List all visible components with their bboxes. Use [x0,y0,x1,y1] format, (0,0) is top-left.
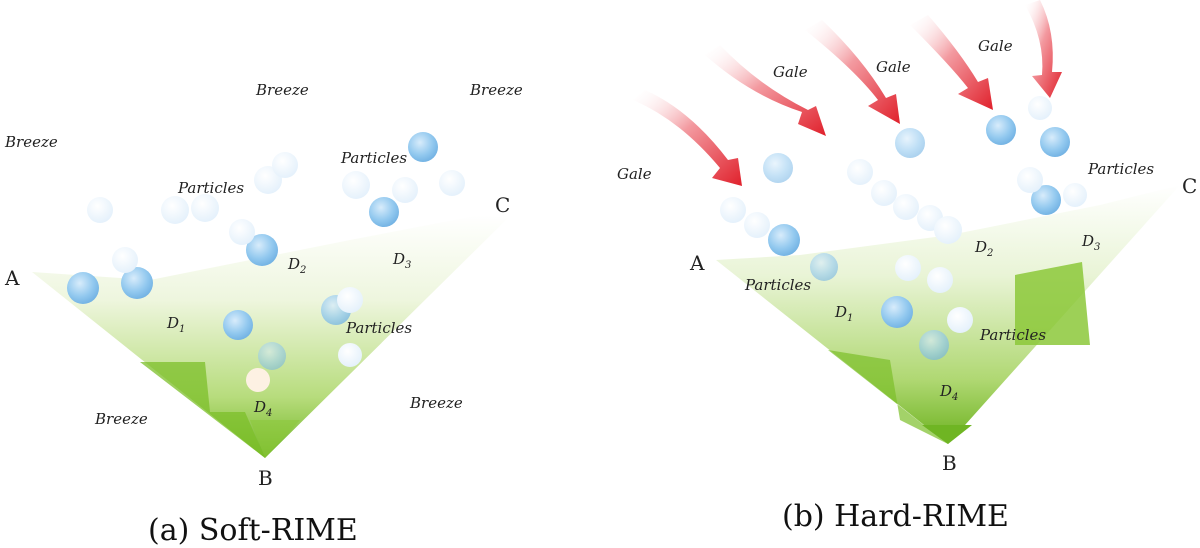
particle [246,368,270,392]
particle [338,343,362,367]
particle [258,342,286,370]
particle [161,196,189,224]
vertex-b: B [942,451,957,475]
region-label-d2: D2 [287,255,306,276]
particle [919,330,949,360]
particle [871,180,897,206]
particle [810,253,838,281]
wind-label: Breeze [94,410,148,428]
particle [1017,167,1043,193]
particle [342,171,370,199]
vertex-a: A [4,266,20,290]
panel-b: Gale Gale Gale Gale Particles Particles … [617,0,1197,534]
particle [439,170,465,196]
vertex-b: B [258,466,273,490]
gale-arrow-icon [705,45,826,136]
particles-label: Particles [979,326,1046,344]
particle [223,310,253,340]
particle [337,287,363,313]
particles-label: Particles [177,179,244,197]
particle [1040,127,1070,157]
triangle-b [716,185,1180,444]
particles-label: Particles [340,149,407,167]
region-label-d1: D1 [166,314,185,335]
particle [246,234,278,266]
wind-label: Gale [978,37,1013,55]
particle [986,115,1016,145]
gale-arrow-icon [633,90,742,186]
wind-label: Gale [773,63,808,81]
particle [720,197,746,223]
region-label-d4: D4 [939,382,958,403]
particle [229,219,255,245]
region-shade-a [140,362,265,458]
particle [112,247,138,273]
particles-a [67,132,465,392]
vertex-a: A [689,251,705,275]
region-shade-b3 [922,425,972,444]
wind-label: Breeze [4,133,58,151]
caption-b: (b) Hard-RIME [782,499,1009,534]
vertex-c: C [495,193,510,217]
particles-label: Particles [345,319,412,337]
particle [67,272,99,304]
particle [947,307,973,333]
region-shade-a2 [250,420,300,458]
particle [895,255,921,281]
vertex-c: C [1182,174,1197,198]
particle [121,267,153,299]
particle [191,194,219,222]
particle [881,296,913,328]
gale-arrow-icon [910,15,993,110]
panel-a: Breeze Breeze Breeze Breeze Breeze Parti… [4,81,523,548]
region-label-d3: D3 [392,250,411,271]
particle [847,159,873,185]
wind-label: Gale [876,58,911,76]
particle [927,267,953,293]
particle [895,128,925,158]
caption-a: (a) Soft-RIME [148,513,358,548]
wind-label: Breeze [409,394,463,412]
particle [87,197,113,223]
particle [1063,183,1087,207]
gale-arrow-icon [1025,0,1062,98]
wind-label: Gale [617,165,652,183]
particle [272,152,298,178]
region-shade-b [1015,262,1090,345]
region-label-d1: D1 [834,303,853,324]
particle [369,197,399,227]
particle [1028,96,1052,120]
particles-label: Particles [1087,160,1154,178]
particle [934,216,962,244]
region-label-d2: D2 [974,238,993,259]
triangle-a [32,215,508,458]
gale-arrows [633,0,1062,186]
particle [744,212,770,238]
gale-arrow-icon [805,20,900,124]
particle [1031,185,1061,215]
particle [893,194,919,220]
particles-b [720,96,1087,360]
particle [392,177,418,203]
wind-label: Breeze [255,81,309,99]
region-label-d4: D4 [253,398,272,419]
particles-label: Particles [744,276,811,294]
region-shade-b2 [828,350,948,444]
particle [768,224,800,256]
wind-label: Breeze [469,81,523,99]
region-label-d3: D3 [1081,232,1100,253]
particle [408,132,438,162]
particle [763,153,793,183]
